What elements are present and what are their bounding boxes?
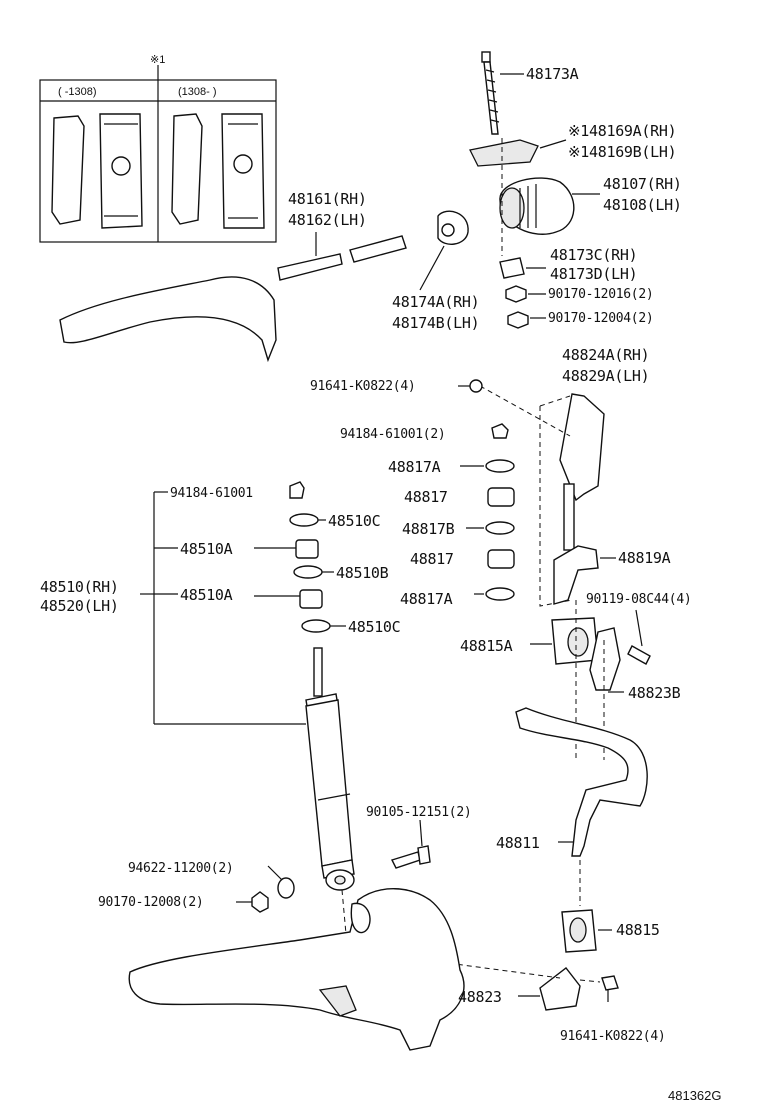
label-90170-12004: 90170-12004(2) [548,311,653,326]
washer-48510C-1 [289,513,319,527]
bolt-48173A [481,51,524,135]
bolt-91641-bottom [601,975,619,1002]
shock-absorber-48510 [305,647,355,891]
bolt-90119 [627,609,651,665]
bushing-48815A [530,617,599,665]
lower-arm [128,888,465,1051]
label-48510C-2: 48510C [348,618,400,636]
inset-col-right: (1308- ) [178,86,217,98]
label-48510A-2: 48510A [180,586,233,604]
label-48823B: 48823B [628,684,681,702]
label-90119: 90119-08C44(4) [586,592,691,607]
cushion-left-1 [51,115,85,225]
washer-48817A-1 [485,459,515,473]
label-48817A-2: 48817A [400,590,453,608]
label-48824A: 48824A(RH) [562,346,649,364]
label-94184: 94184-61001 [170,486,253,501]
label-48510: 48510(RH) [40,578,119,596]
cushion-48817-1 [487,487,515,507]
nut-90170-12004 [507,311,546,329]
label-48107: 48107(RH) [603,175,682,193]
stabilizer-bar-48811 [515,707,648,857]
bracket-48824A [559,393,605,502]
label-91641-top: 91641-K0822(4) [310,379,415,394]
label-48817-2: 48817 [410,550,454,568]
nut-90170-12008 [236,891,269,913]
bracket-48823 [518,967,581,1011]
label-90170-12016: 90170-12016(2) [548,287,653,302]
label-48510C-1: 48510C [328,512,380,530]
label-48169B: ※148169B(LH) [568,143,676,161]
washer-48817A-2 [485,587,515,601]
label-48162: 48162(LH) [288,211,367,229]
label-48510B: 48510B [336,564,389,582]
label-48161: 48161(RH) [288,190,367,208]
label-48819A: 48819A [618,549,671,567]
label-90170-12008: 90170-12008(2) [98,895,203,910]
label-91641-bottom: 91641-K0822(4) [560,1029,665,1044]
label-48173C: 48173C(RH) [550,246,637,264]
upper-arm [59,276,277,363]
bracket-48169 [469,139,539,167]
link-48819A [553,483,616,605]
inset-mark: ※1 [150,54,165,66]
labels: 48173A ※148169A(RH) ※148169B(LH) 48107(R… [40,65,722,1103]
label-48174B: 48174B(LH) [392,314,479,332]
nut-94184 [289,481,305,499]
bolt-90105 [391,819,431,869]
label-48173A: 48173A [526,65,579,83]
label-48829A: 48829A(LH) [562,367,649,385]
bolt-91641-top [458,379,483,393]
bushing-48815 [561,909,612,953]
drawing-code: 481362G [668,1088,722,1103]
label-48174A: 48174A(RH) [392,293,479,311]
nut-94184-2 [491,423,509,439]
label-48169A: ※148169A(RH) [568,122,676,140]
nut-90170-12016 [505,285,546,303]
washer-48510C-2 [301,619,331,633]
label-48520: 48520(LH) [40,597,119,615]
inset-col-left: ( -1308) [58,86,97,98]
washer-48817B [485,521,515,535]
label-48815: 48815 [616,921,660,939]
washer-48510B [293,565,323,579]
label-48173D: 48173D(LH) [550,265,637,283]
inset-box: ※1 ( -1308) (1308- ) [39,54,277,243]
label-48815A: 48815A [460,637,513,655]
anchor-48174 [419,210,469,291]
label-48811: 48811 [496,834,540,852]
label-48817-1: 48817 [404,488,448,506]
cushion-48510A-1 [295,539,319,559]
bracket-48823B [589,627,624,693]
label-48108: 48108(LH) [603,196,682,214]
label-94622: 94622-11200(2) [128,861,233,876]
cushion-48173C [499,257,546,279]
bushing-48107 [499,177,600,235]
label-48510A-1: 48510A [180,540,233,558]
label-90105: 90105-12151(2) [366,805,471,820]
washer-94622 [267,865,295,899]
cushion-right-1 [171,113,203,225]
label-48817A-1: 48817A [388,458,441,476]
label-48823: 48823 [458,988,502,1006]
cushion-48510A-2 [299,589,323,609]
torsion-bar-48161 [277,232,407,281]
cushion-48817-2 [487,549,515,569]
label-48817B: 48817B [402,520,455,538]
label-94184-2: 94184-61001(2) [340,427,445,442]
